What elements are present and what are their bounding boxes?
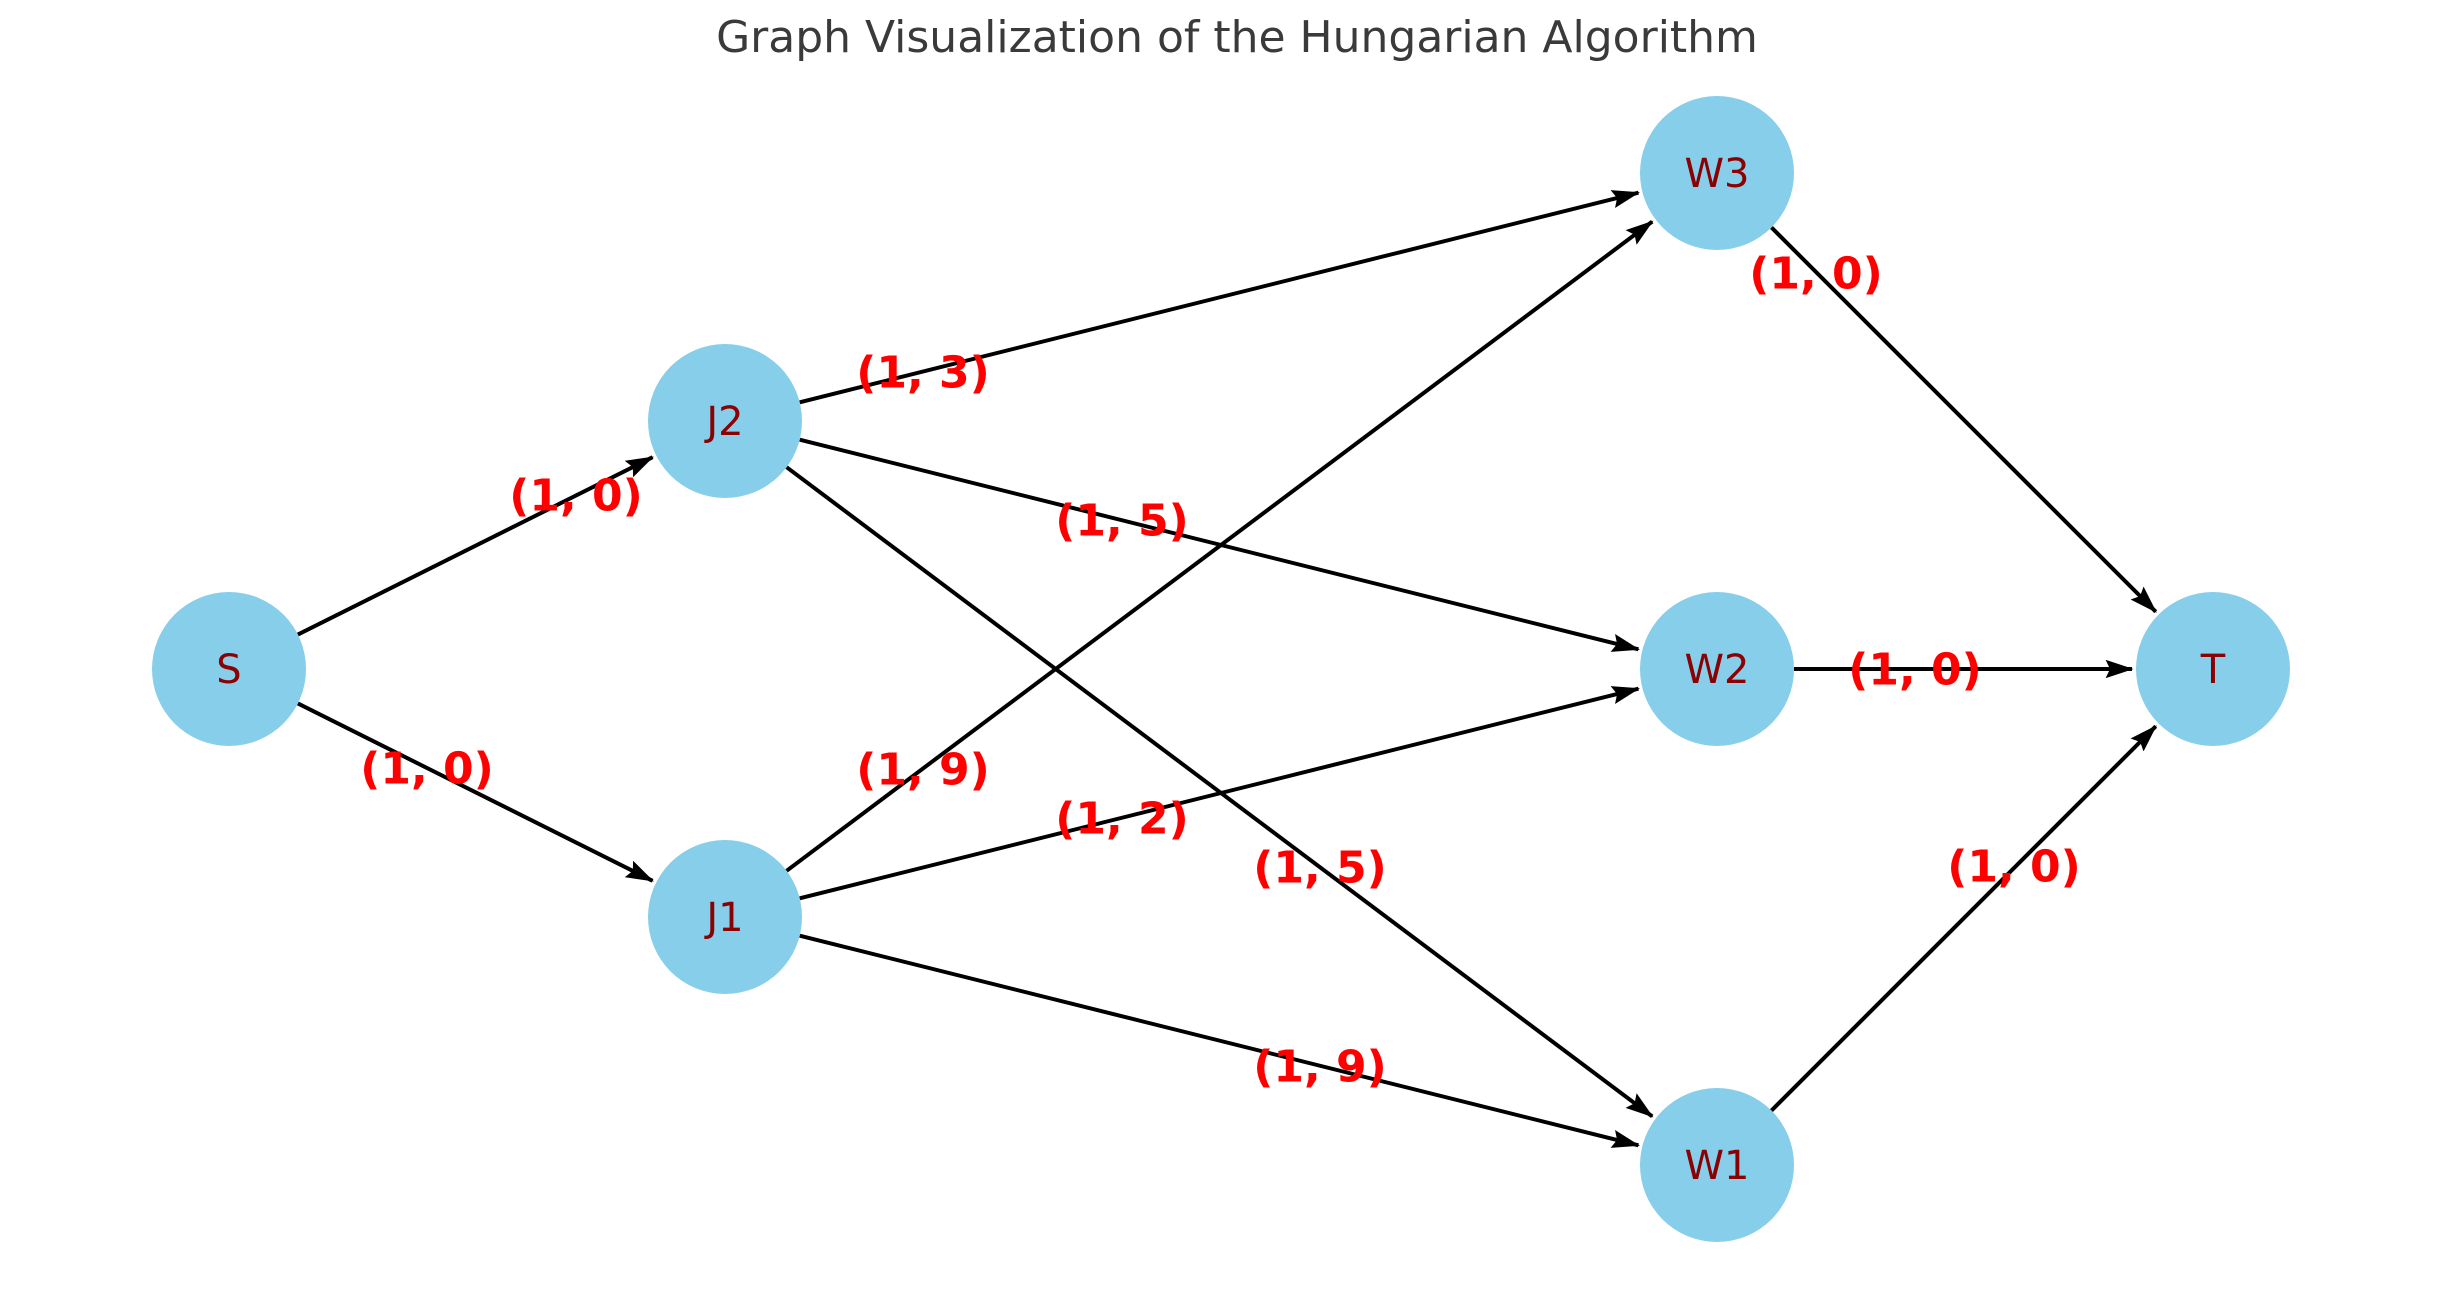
edge-J1-W3: [785, 220, 1654, 873]
node-W1: [1640, 1088, 1794, 1242]
node-S: [152, 592, 306, 746]
node-J2: [648, 344, 802, 498]
edge-label-S-J1: (1, 0): [360, 743, 493, 794]
node-label-J2: J2: [703, 399, 743, 445]
edge-label-J2-W1: (1, 5): [1253, 842, 1386, 893]
edge-label-J1-W3: (1, 9): [856, 744, 989, 795]
figure-title: Graph Visualization of the Hungarian Alg…: [716, 12, 1758, 63]
node-label-W1: W1: [1685, 1143, 1750, 1189]
edge-label-J1-W2: (1, 2): [1055, 793, 1188, 844]
edge-label-W2-T: (1, 0): [1848, 644, 1981, 695]
edge-W1-T: [1770, 724, 2158, 1112]
edge-J2-W3: [799, 190, 1640, 405]
edge-S-J2: [296, 455, 654, 637]
edge-J1-W2: [799, 686, 1640, 901]
node-T: [2136, 592, 2290, 746]
node-label-S: S: [216, 647, 241, 693]
node-J1: [648, 840, 802, 994]
node-label-J1: J1: [703, 895, 743, 941]
edge-J1-W1: [799, 933, 1640, 1148]
edges-layer: [296, 190, 2158, 1148]
node-label-T: T: [2200, 647, 2226, 693]
edge-label-S-J2: (1, 0): [509, 470, 642, 521]
edge-S-J1: [296, 701, 654, 883]
edge-label-W1-T: (1, 0): [1947, 841, 2080, 892]
edge-label-J2-W2: (1, 5): [1055, 495, 1188, 546]
edge-W3-T: [1770, 226, 2158, 614]
edge-label-W3-T: (1, 0): [1749, 248, 1882, 299]
edge-label-J1-W1: (1, 9): [1253, 1041, 1386, 1092]
edge-labels-layer: (1, 0) (1, 0) (1, 3) (1, 5) (1, 5) (1, 9) (1, …: [360, 248, 2080, 1092]
edge-label-J2-W3: (1, 3): [856, 347, 989, 398]
node-label-W2: W2: [1685, 647, 1750, 693]
node-W2: [1640, 592, 1794, 746]
node-label-W3: W3: [1685, 151, 1750, 197]
node-W3: [1640, 96, 1794, 250]
